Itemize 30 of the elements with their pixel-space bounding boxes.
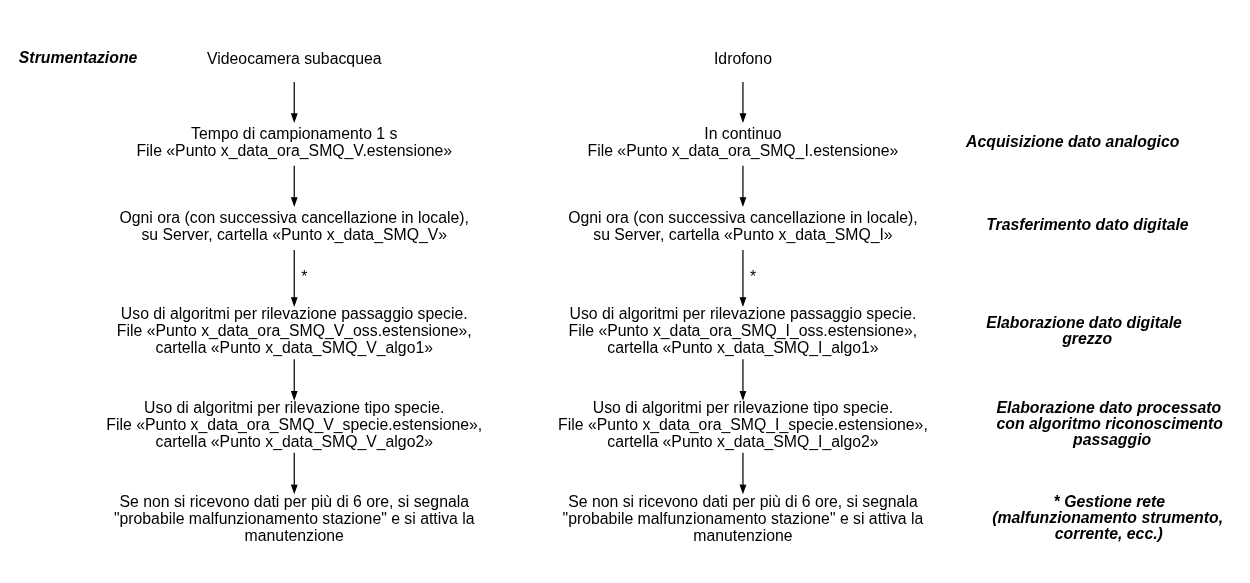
label: * Gestione rete (malfunzionamento strumento, corrente, ecc.) [992,492,1224,542]
arrow [739,358,747,401]
node-text: Uso di algoritmi per rilevazione tipo specie. File «Punto x_data_ora_SMQ_I_specie.estensione», cartella «Punto x_data_SMQ_I_algo2» [558,398,928,450]
label: Elaborazione dato digitale grezzo [986,313,1182,347]
node-text: Videocamera subacquea [207,49,382,67]
node-text: Uso di algoritmi per rilevazione passaggio specie. File «Punto x_data_ora_SMQ_V_oss.estensione», cartella «Punto x_data_SMQ_V_algo1» [116,304,472,356]
node-text: Uso di algoritmi per rilevazione passaggio specie. File «Punto x_data_ora_SMQ_I_oss.estensione», cartella «Punto x_data_SMQ_I_algo1» [568,304,918,356]
node-text: Idrofono [713,49,772,67]
arrow [290,451,298,494]
node-text: Ogni ora (con successiva cancellazione in locale), su Server, cartella «Punto x_data_SMQ_I» [568,208,918,243]
edge-label: * [749,267,757,285]
node-text: Tempo di campionamento 1 s File «Punto x_data_ora_SMQ_V.estensione» [136,124,453,159]
arrow [290,358,298,401]
arrow [739,164,747,207]
label: Elaborazione dato processato con algoritmo riconoscimento passaggio [996,398,1223,448]
arrow [290,248,298,307]
arrow [290,80,298,123]
node-text: Se non si ricevono dati per più di 6 ore, si segnala "probabile malfunzionamento stazione" e si attiva la manutenzione [562,492,924,544]
arrow [739,451,747,494]
label: Trasferimento dato digitale [986,215,1189,233]
label: Acquisizione dato analogico [966,132,1180,150]
edge-label: * [301,267,308,285]
node-text: Uso di algoritmi per rilevazione tipo specie. File «Punto x_data_ora_SMQ_V_specie.estensione», cartella «Punto x_data_SMQ_V_algo2» [106,398,483,450]
arrow [739,248,747,307]
arrow [739,80,747,123]
arrow [290,164,298,207]
label: Strumentazione [18,48,138,66]
node-text: In continuo File «Punto x_data_ora_SMQ_I.estensione» [587,124,899,159]
node-text: Ogni ora (con successiva cancellazione in locale), su Server, cartella «Punto x_data_SMQ_V» [119,208,469,243]
node-text: Se non si ricevono dati per più di 6 ore, si segnala "probabile malfunzionamento stazione" e si attiva la manutenzione [113,492,475,544]
